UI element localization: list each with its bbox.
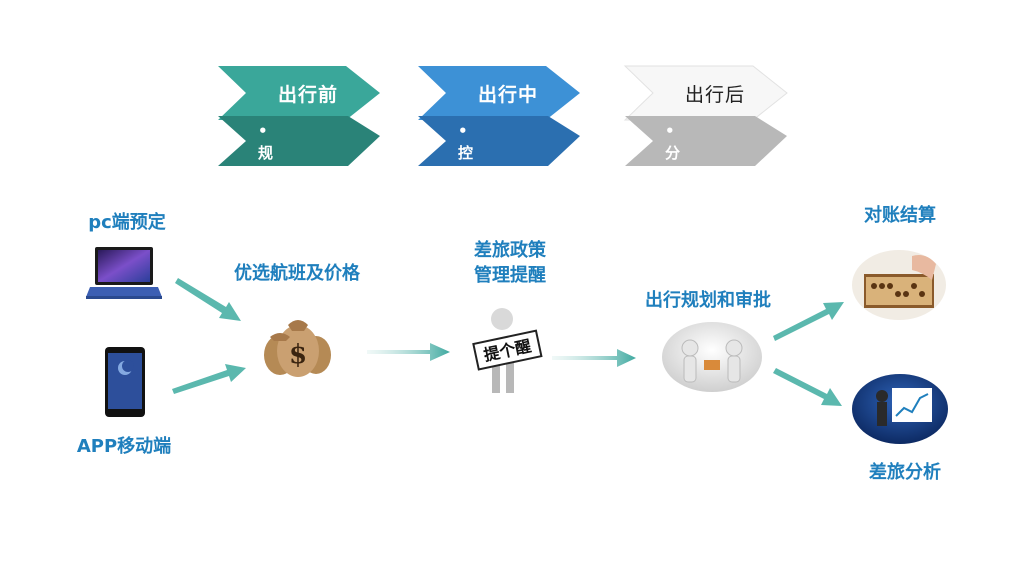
phase-item: 规划 bbox=[258, 120, 284, 186]
chart-figure-icon bbox=[852, 374, 948, 444]
arrow-app-to-flights bbox=[172, 364, 246, 394]
laptop-icon bbox=[86, 247, 162, 299]
label-flights: 优选航班及价格 bbox=[234, 263, 360, 284]
label-approval: 出行规划和审批 bbox=[645, 290, 771, 311]
phase-items: 控制 监督 bbox=[458, 120, 484, 252]
arrow-pc-to-flights bbox=[175, 278, 241, 321]
phase-item: 优化 bbox=[665, 186, 691, 252]
phase-items: 规划 审批 bbox=[258, 120, 284, 252]
arrow-approval-to-analysis bbox=[773, 368, 842, 406]
dollar-sign: $ bbox=[289, 340, 307, 370]
phase-items: 分析 优化 bbox=[665, 120, 691, 252]
arrow-policy-to-approval bbox=[552, 349, 636, 367]
phase-title: 出行后 bbox=[684, 84, 745, 106]
label-analysis: 差旅分析 bbox=[869, 462, 941, 483]
phase-item: 分析 bbox=[665, 120, 691, 186]
phase-item: 监督 bbox=[458, 186, 484, 252]
label-reconcile: 对账结算 bbox=[864, 205, 936, 226]
abacus-icon bbox=[852, 250, 946, 320]
arrow-approval-to-reconcile bbox=[773, 302, 844, 341]
phase-title: 出行中 bbox=[477, 84, 538, 106]
handshake-figures-icon bbox=[662, 322, 762, 392]
label-pc: pc端预定 bbox=[88, 212, 166, 233]
money-bags-icon: $ bbox=[264, 320, 331, 377]
label-app: APP移动端 bbox=[76, 436, 172, 457]
phase-item: 审批 bbox=[258, 186, 284, 252]
label-policy-line2: 管理提醒 bbox=[474, 265, 546, 286]
phase-item: 控制 bbox=[458, 120, 484, 186]
arrow-flights-to-policy bbox=[367, 343, 450, 361]
phase-title: 出行前 bbox=[277, 84, 338, 106]
reminder-sign-figure-icon: 提个醒 bbox=[472, 308, 543, 393]
label-policy-line1: 差旅政策 bbox=[474, 240, 546, 261]
smartphone-icon bbox=[105, 347, 145, 417]
